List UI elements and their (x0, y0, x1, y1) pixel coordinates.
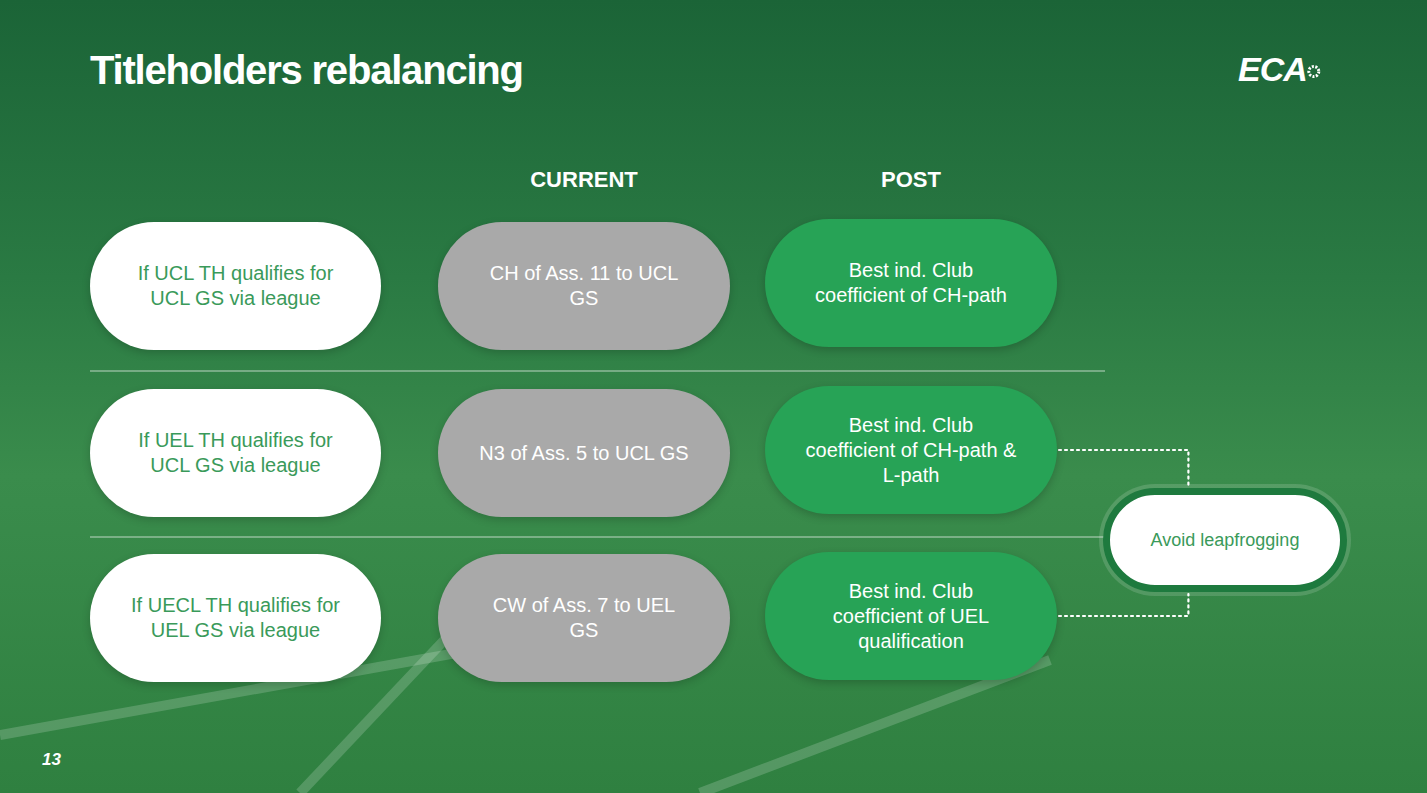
condition-pill: If UCL TH qualifies for UCL GS via leagu… (90, 222, 381, 350)
condition-pill: If UEL TH qualifies for UCL GS via leagu… (90, 389, 381, 517)
dotted-connector (1059, 594, 1188, 616)
row-separator (90, 536, 1105, 538)
pill-text: N3 of Ass. 5 to UCL GS (479, 441, 688, 466)
condition-pill: If UECL TH qualifies for UEL GS via leag… (90, 554, 381, 682)
pill-text: If UCL TH qualifies for UCL GS via leagu… (130, 261, 341, 311)
current-pill: CH of Ass. 11 to UCL GS (438, 222, 730, 350)
page-number: 13 (42, 750, 61, 770)
pill-text: Avoid leapfrogging (1151, 529, 1300, 552)
column-header: POST (881, 167, 941, 193)
current-pill: CW of Ass. 7 to UEL GS (438, 554, 730, 682)
pill-text: Best ind. Club coefficient of CH-path (805, 258, 1017, 308)
pill-text: CW of Ass. 7 to UEL GS (478, 593, 690, 643)
post-pill: Best ind. Club coefficient of UEL qualif… (765, 552, 1057, 680)
pill-text: If UEL TH qualifies for UCL GS via leagu… (130, 428, 341, 478)
logo-gear (1309, 67, 1319, 77)
logo-text: ECA (1238, 50, 1307, 89)
dotted-connector (1059, 450, 1188, 486)
row-separator (90, 370, 1105, 372)
post-pill: Best ind. Club coefficient of CH-path (765, 219, 1057, 347)
slide-title: Titleholders rebalancing (90, 48, 523, 93)
pill-text: Best ind. Club coefficient of UEL qualif… (805, 579, 1017, 654)
current-pill: N3 of Ass. 5 to UCL GS (438, 389, 730, 517)
column-header: CURRENT (530, 167, 638, 193)
pill-text: CH of Ass. 11 to UCL GS (478, 261, 690, 311)
pill-text: Best ind. Club coefficient of CH-path & … (805, 413, 1017, 488)
note-pill: Avoid leapfrogging (1103, 488, 1347, 592)
post-pill: Best ind. Club coefficient of CH-path & … (765, 386, 1057, 514)
pill-text: If UECL TH qualifies for UEL GS via leag… (130, 593, 341, 643)
